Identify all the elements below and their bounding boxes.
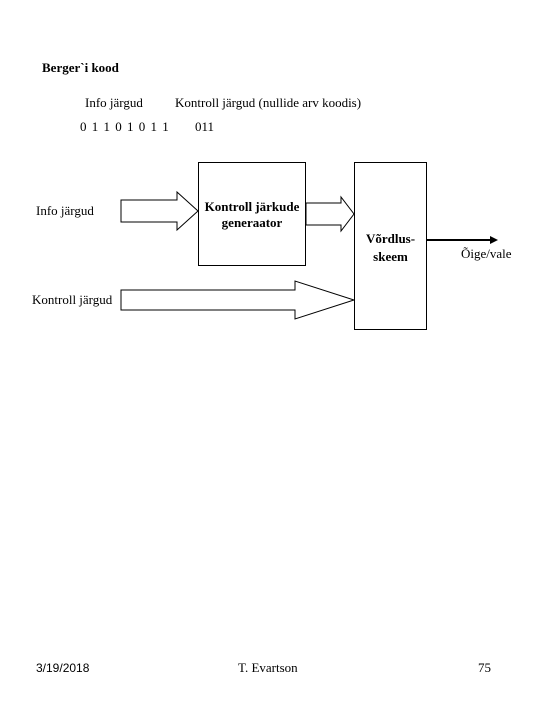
generator-label-line2: generaator	[221, 215, 283, 230]
comparator-label-line1: Võrdlus-	[365, 231, 416, 246]
control-bits-generator-block: Kontroll järkude generaator	[198, 162, 306, 266]
comparator-block: Võrdlus- skeem	[354, 162, 427, 330]
footer-date: 3/19/2018	[36, 661, 90, 675]
comparator-label-line2: skeem	[373, 249, 408, 264]
info-bits-value: 0 1 1 0 1 0 1 1	[80, 119, 170, 134]
info-bits-header: Info järgud	[85, 95, 143, 110]
generator-label-line1: Kontroll järkude	[204, 199, 300, 214]
info-input-arrow	[120, 190, 199, 232]
control-bits-header: Kontroll järgud (nullide arv koodis)	[175, 95, 362, 110]
control-bits-value: 011	[195, 119, 215, 134]
generator-output-arrow	[305, 195, 355, 233]
output-arrowhead	[490, 236, 498, 244]
footer-page-number: 75	[478, 660, 491, 675]
control-input-arrow	[120, 280, 356, 320]
control-input-label: Kontroll järgud	[32, 292, 113, 307]
output-label: Õige/vale	[461, 246, 512, 261]
slide-title: Berger`i kood	[42, 60, 119, 75]
info-input-label: Info järgud	[36, 203, 94, 218]
footer-author: T. Evartson	[238, 660, 298, 675]
